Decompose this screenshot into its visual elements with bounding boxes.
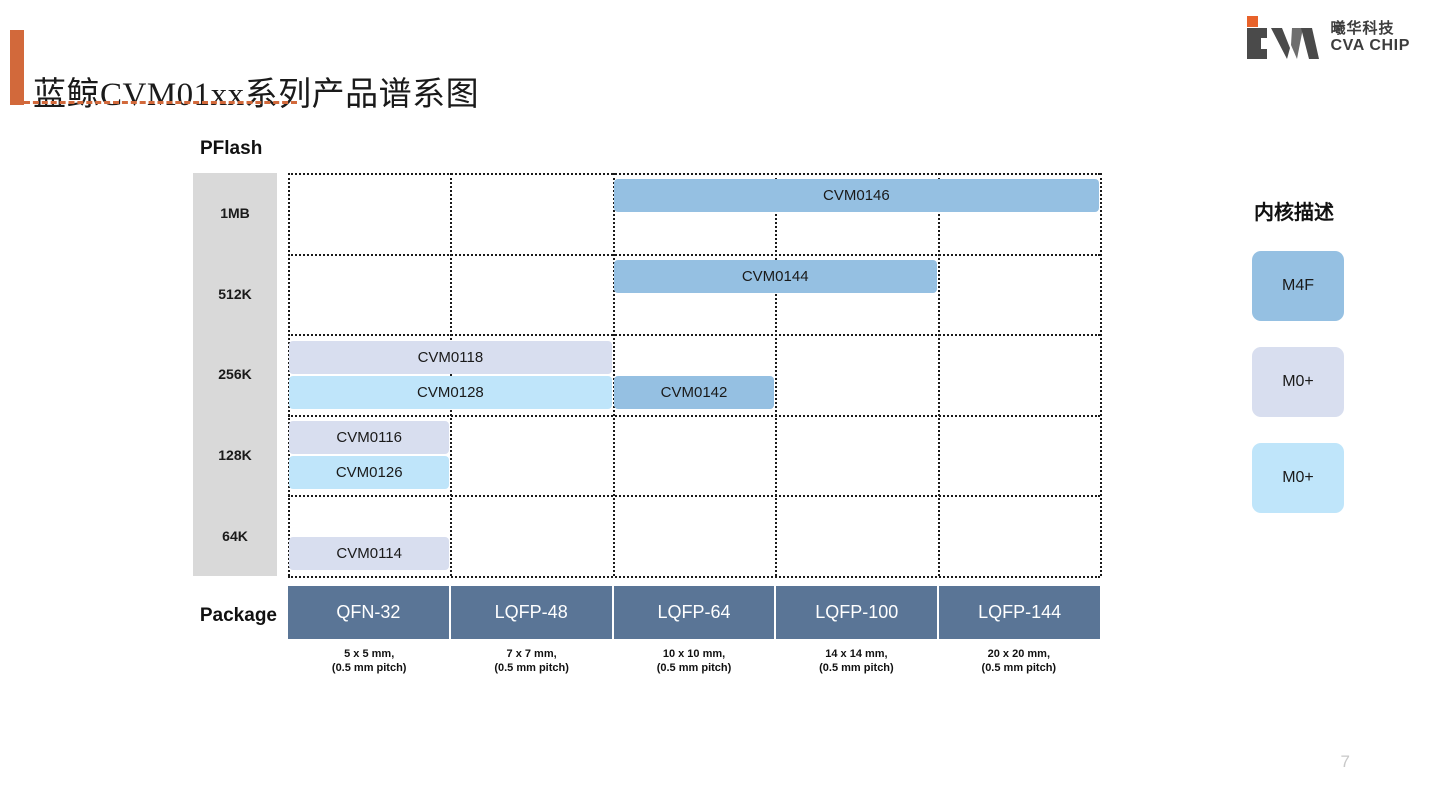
package-dimension-qfn-32: 5 x 5 mm,(0.5 mm pitch) <box>331 648 407 674</box>
legend-chip-1: M0+ <box>1252 347 1344 417</box>
grid-vline-2 <box>612 173 615 576</box>
grid-vline-5 <box>1100 173 1102 576</box>
page-number: 7 <box>1340 752 1350 771</box>
pflash-tick-1mb: 1MB <box>220 205 250 222</box>
legend-chip-2: M0+ <box>1252 443 1344 513</box>
core-legend: 内核描述 M4F M0+ M0+ <box>1252 196 1402 539</box>
package-dimensions-row: 5 x 5 mm,(0.5 mm pitch) 7 x 7 mm,(0.5 mm … <box>288 648 1100 676</box>
grid-hline-0 <box>288 173 1100 175</box>
pflash-tick-64k: 64K <box>222 527 248 544</box>
grid-hline-5 <box>288 576 1100 578</box>
grid-vline-0 <box>288 173 290 576</box>
grid-vline-4 <box>937 173 940 576</box>
package-cell-lqfp-48[interactable]: LQFP-48 <box>450 586 612 639</box>
title-accent-bar <box>10 30 24 105</box>
grid-hline-2 <box>288 334 1100 337</box>
package-cell-lqfp-100[interactable]: LQFP-100 <box>776 586 938 639</box>
grid-hline-1 <box>288 253 1100 256</box>
pflash-axis-title: PFlash <box>200 138 263 159</box>
legend-chip-0: M4F <box>1252 251 1344 321</box>
legend-title: 内核描述 <box>1254 202 1334 224</box>
product-bar-cvm0146[interactable]: CVM0146 <box>613 179 1099 213</box>
package-dimension-lqfp-64: 10 x 10 mm,(0.5 mm pitch) <box>656 648 732 674</box>
logo-chinese-name: 曦华科技 <box>1330 19 1395 37</box>
logo-english-name: CVA CHIP <box>1330 37 1410 55</box>
grid-vline-1 <box>450 173 453 576</box>
grid-vline-3 <box>775 173 778 576</box>
logo-text: 曦华科技 CVA CHIP <box>1330 19 1410 56</box>
brand-logo: 曦华科技 CVA CHIP <box>1245 16 1410 60</box>
product-bar-cvm0144[interactable]: CVM0144 <box>613 259 937 293</box>
product-bar-cvm0114[interactable]: CVM0114 <box>289 536 450 570</box>
product-bar-cvm0118[interactable]: CVM0118 <box>289 340 612 374</box>
package-axis-title: Package <box>199 605 277 626</box>
grid-lines <box>288 173 1102 578</box>
pflash-tick-512k: 512K <box>218 285 252 302</box>
product-bar-cvm0128[interactable]: CVM0128 <box>289 375 612 409</box>
pflash-tick-256k: 256K <box>218 366 252 383</box>
package-dimension-lqfp-100: 14 x 14 mm,(0.5 mm pitch) <box>819 648 894 674</box>
cva-logo-icon <box>1245 16 1321 60</box>
product-bar-cvm0142[interactable]: CVM0142 <box>613 375 775 409</box>
product-bar-cvm0116[interactable]: CVM0116 <box>289 421 450 455</box>
page-title: 蓝鲸CVM01xx系列产品谱系图 <box>33 77 480 114</box>
product-bar-cvm0126[interactable]: CVM0126 <box>289 456 450 490</box>
package-cell-lqfp-64[interactable]: LQFP-64 <box>613 586 775 639</box>
package-dimension-lqfp-48: 7 x 7 mm,(0.5 mm pitch) <box>494 648 569 674</box>
pflash-tick-128k: 128K <box>218 447 252 464</box>
package-dimension-lqfp-144: 20 x 20 mm,(0.5 mm pitch) <box>981 648 1057 674</box>
grid-hline-3 <box>288 414 1100 417</box>
title-divider <box>24 101 297 104</box>
package-cell-qfn-32[interactable]: QFN-32 <box>288 586 449 639</box>
grid-hline-4 <box>288 495 1100 498</box>
package-cell-lqfp-144[interactable]: LQFP-144 <box>939 586 1100 639</box>
pflash-axis: 1MB 512K 256K 128K 64K <box>193 173 277 576</box>
